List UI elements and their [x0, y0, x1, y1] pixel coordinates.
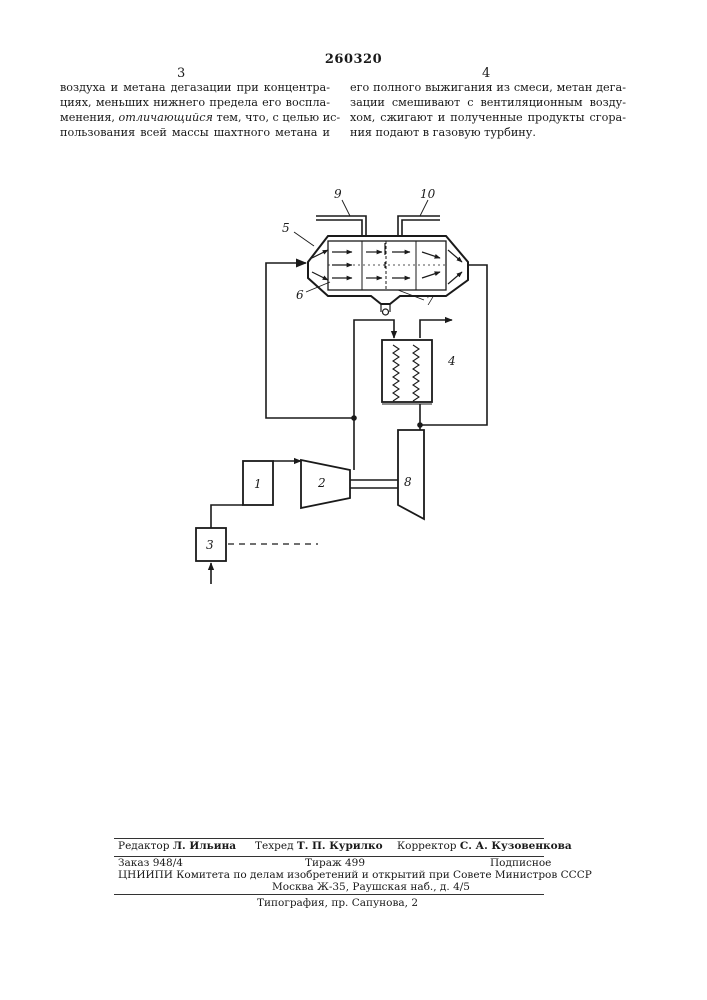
- corrector-credit: Корректор С. А. Кузовенкова: [397, 840, 572, 853]
- label-9: 9: [334, 187, 342, 201]
- outlet-pipe-10: [398, 216, 440, 236]
- address-line: Москва Ж-35, Раушская наб., д. 4/5: [272, 881, 470, 894]
- corrector-name: С. А. Кузовенкова: [460, 840, 572, 852]
- circulation: Тираж 499: [305, 857, 365, 870]
- editor-credit: Редактор Л. Ильина: [118, 840, 236, 853]
- footer-rule-1: [114, 838, 544, 839]
- heat-exchanger: [382, 340, 432, 402]
- label-6: 6: [296, 288, 304, 302]
- inlet-pipe-9b: [316, 220, 362, 236]
- label-2: 2: [317, 476, 326, 490]
- label-7: 7: [426, 294, 434, 308]
- label-10: 10: [420, 187, 436, 201]
- label-5: 5: [282, 221, 290, 235]
- techred-credit: Техред Т. П. Курилко: [255, 840, 383, 853]
- hx-inlet-pipe: [354, 320, 394, 470]
- right-loop-pipe: [420, 265, 487, 425]
- printer-line: Типография, пр. Сапунова, 2: [257, 897, 418, 910]
- shaft: [350, 480, 398, 488]
- subscription: Подписное: [490, 857, 551, 870]
- hx-outlet-pipe: [420, 320, 452, 338]
- inlet-pipe-9: [316, 216, 366, 236]
- label-1: 1: [254, 477, 262, 491]
- institute-line: ЦНИИПИ Комитета по делам изобретений и о…: [118, 869, 592, 882]
- editor-label: Редактор: [118, 840, 169, 852]
- techred-label: Техред: [255, 840, 294, 852]
- corrector-label: Корректор: [397, 840, 457, 852]
- footer: Редактор Л. Ильина Техред Т. П. Курилко …: [0, 840, 707, 910]
- label-4: 4: [447, 354, 456, 368]
- outlet-pipe-10b: [402, 220, 440, 236]
- chamber-housing: [308, 236, 468, 304]
- editor-name: Л. Ильина: [173, 840, 236, 852]
- label-3: 3: [206, 538, 214, 552]
- footer-rule-3: [114, 894, 544, 895]
- footer-rule-2: [114, 856, 544, 857]
- left-loop-pipe: [266, 263, 354, 418]
- block3-to-block1: [211, 505, 243, 528]
- order-number: Заказ 948/4: [118, 857, 183, 870]
- label-8: 8: [404, 475, 412, 489]
- techred-name: Т. П. Курилко: [297, 840, 383, 852]
